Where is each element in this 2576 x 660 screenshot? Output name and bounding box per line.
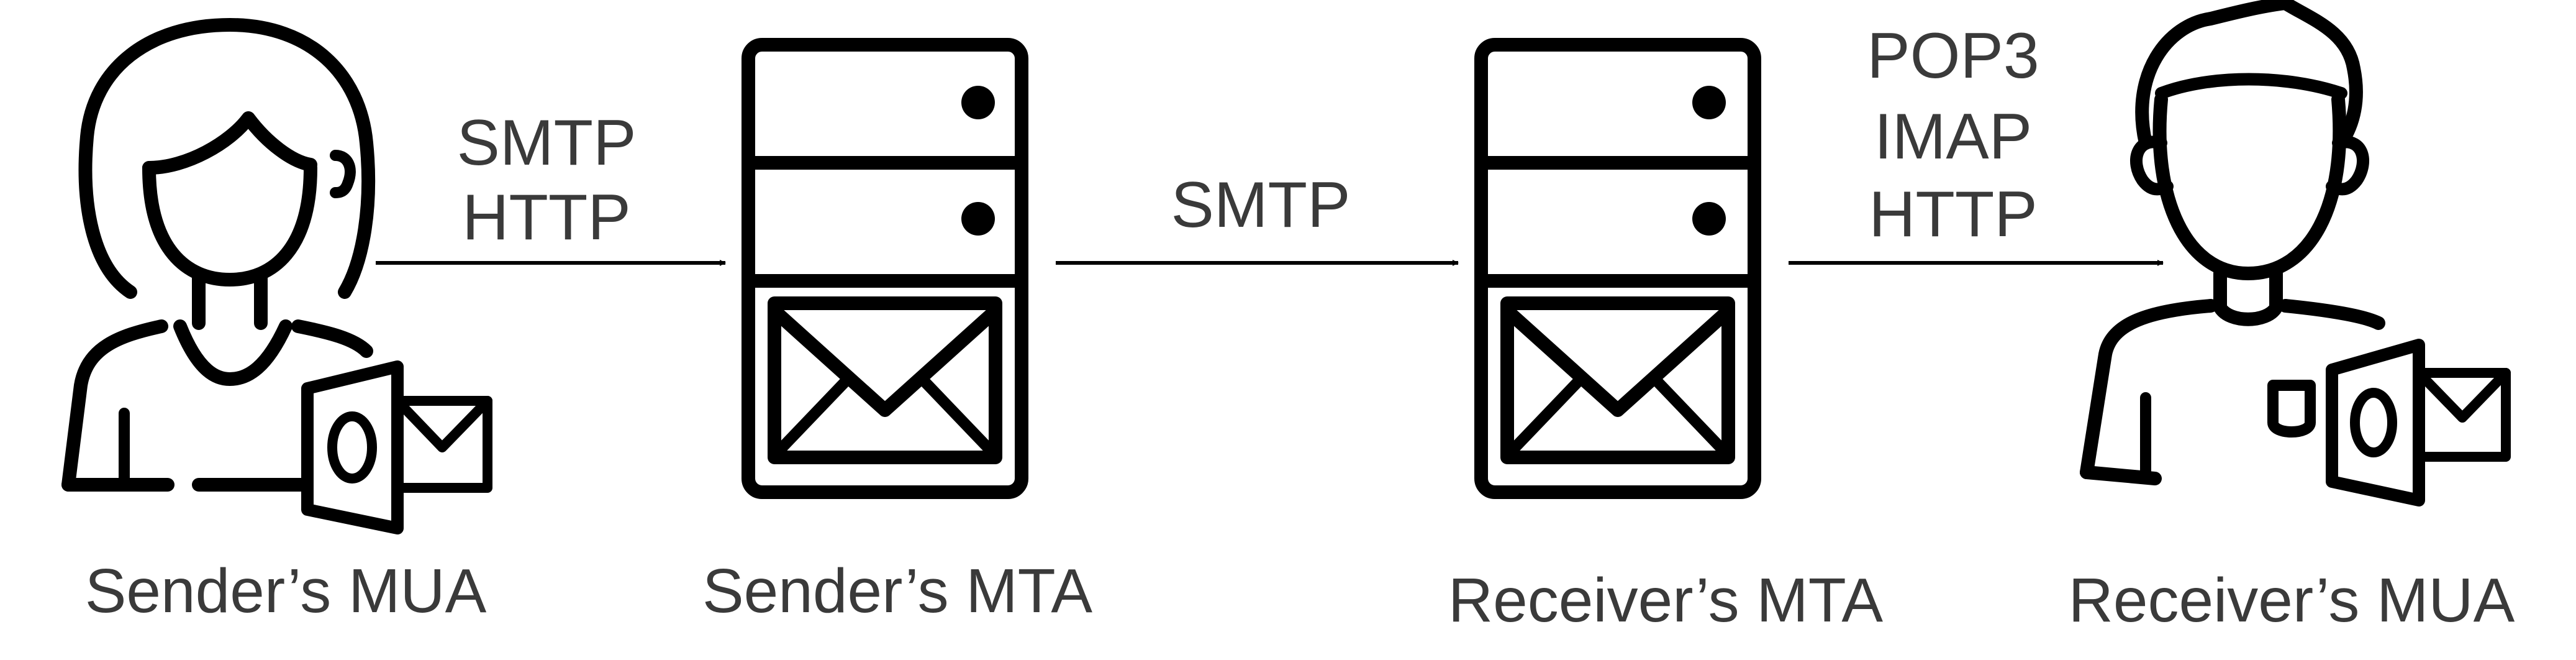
protocol-label-smtp: SMTP xyxy=(457,107,637,179)
protocol-label-imap: IMAP xyxy=(1874,101,2032,173)
node-label-sender-mta: Sender’s MTA xyxy=(702,556,1092,626)
protocol-label-pop3: POP3 xyxy=(1867,20,2039,92)
sender-mta-server-icon xyxy=(742,38,1028,499)
receiver-mta-server-icon xyxy=(1474,38,1761,499)
node-label-receiver-mua: Receiver’s MUA xyxy=(2069,566,2515,635)
node-label-receiver-mta: Receiver’s MTA xyxy=(1448,566,1883,635)
receiver-mua-icon xyxy=(2080,0,2511,506)
sender-mua-icon xyxy=(61,18,492,534)
server-led-icon xyxy=(961,202,995,236)
server-led-icon xyxy=(1692,202,1726,236)
protocol-label-http: HTTP xyxy=(1869,178,2038,250)
node-label-sender-mua: Sender’s MUA xyxy=(85,556,487,626)
protocol-label-http: HTTP xyxy=(462,181,631,254)
protocol-label-smtp: SMTP xyxy=(1171,169,1351,241)
server-led-icon xyxy=(1692,86,1726,119)
server-led-icon xyxy=(961,86,995,119)
